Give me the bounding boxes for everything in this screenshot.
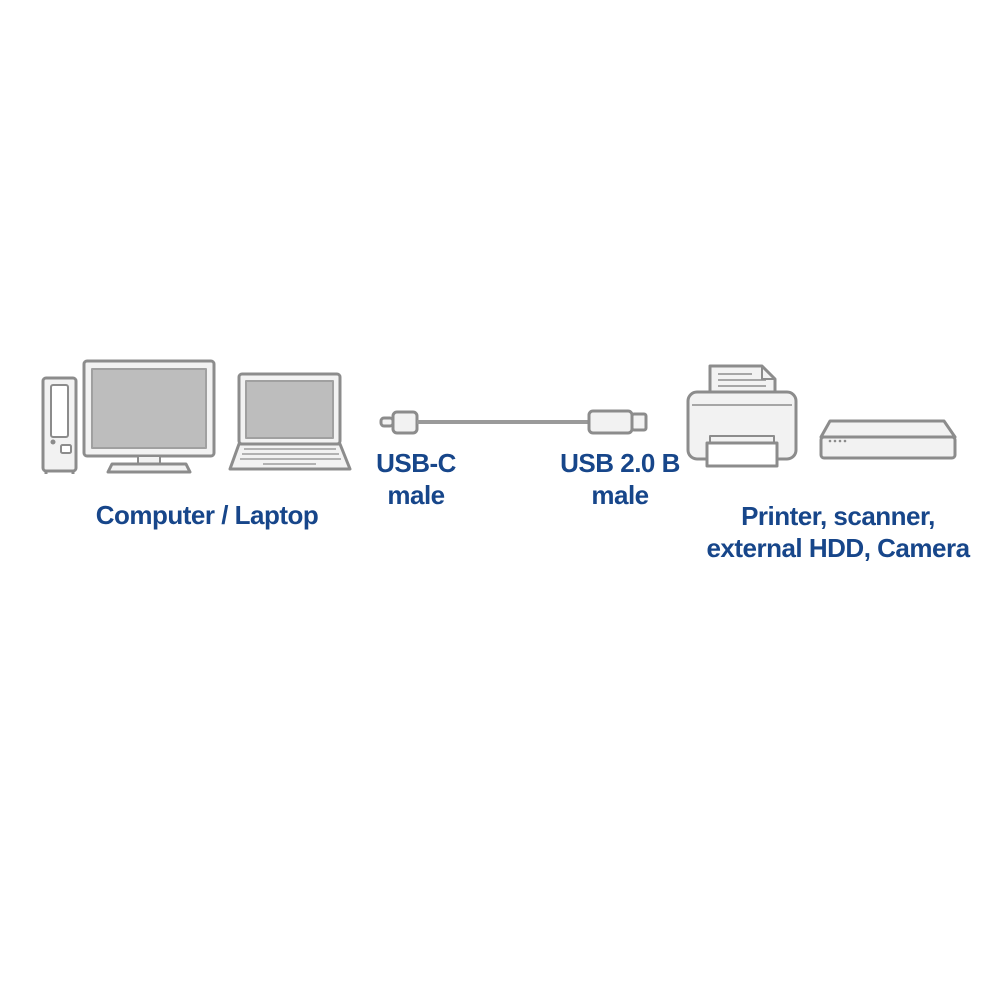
laptop-icon xyxy=(228,372,352,471)
usb-c-text: USB-C xyxy=(376,448,456,478)
computer-laptop-label: Computer / Laptop xyxy=(86,499,328,531)
desktop-tower-icon xyxy=(41,376,78,474)
devices-line-2: external HDD, Camera xyxy=(706,533,970,563)
external-hdd-icon xyxy=(819,419,957,460)
usb-c-plug-icon xyxy=(379,410,419,435)
monitor-icon xyxy=(82,359,216,474)
usb-b-label: USB 2.0 B male xyxy=(555,447,685,511)
usb-b-plug-icon xyxy=(587,409,648,435)
printer-icon xyxy=(686,364,798,468)
computer-laptop-text: Computer / Laptop xyxy=(95,500,319,530)
usb-c-male-text: male xyxy=(387,480,445,510)
usb-b-male-text: male xyxy=(591,480,649,510)
devices-line-1: Printer, scanner, xyxy=(741,501,935,531)
devices-label: Printer, scanner, external HDD, Camera xyxy=(700,500,976,564)
usb-b-text: USB 2.0 B xyxy=(560,448,680,478)
usb-c-label: USB-C male xyxy=(366,447,466,511)
